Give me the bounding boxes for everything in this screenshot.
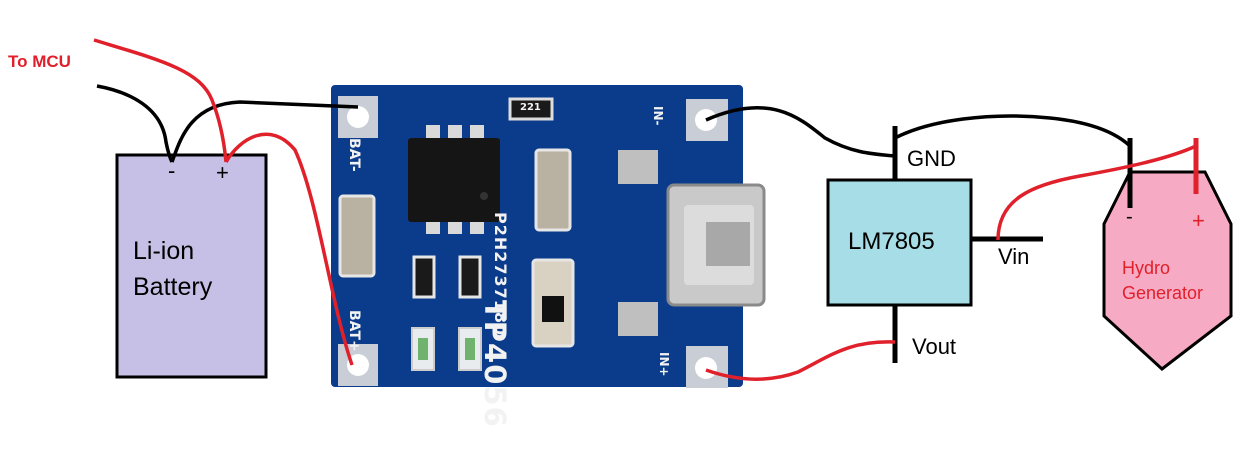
resistor-2: [458, 255, 482, 299]
wire-vin-to-generator: [996, 144, 1197, 241]
resistor-top-code: 221: [520, 102, 541, 113]
to-mcu-label: To MCU: [8, 52, 71, 71]
pad-label-in-minus: IN-: [651, 106, 665, 126]
capacitor-left: [338, 194, 376, 278]
regulator-name-label: LM7805: [848, 228, 935, 255]
battery-minus-label: -: [168, 158, 176, 183]
pad-bat-minus: [338, 96, 378, 138]
wire-mcu-red: [93, 38, 228, 163]
pad-bat-plus: [338, 344, 378, 386]
resistor-1: [412, 255, 436, 299]
generator-plus-label: +: [1192, 208, 1205, 233]
tp4056-board: [331, 85, 766, 388]
micro-usb-connector: [618, 150, 766, 336]
battery-box: [115, 153, 268, 379]
wire-mcu-black: [96, 84, 174, 163]
pad-in-plus: [686, 346, 728, 388]
pad-label-bat-minus: BAT-: [346, 138, 362, 172]
gnd-label: GND: [907, 146, 956, 171]
vin-label: Vin: [998, 244, 1030, 269]
wire-bat-minus-to-pcb: [170, 100, 359, 163]
pad-label-bat-plus: BAT+: [346, 310, 362, 352]
capacitor-mid: [534, 148, 572, 232]
wire-bat-plus-to-pcb: [224, 132, 354, 366]
wire-in-plus-to-vout: [705, 340, 896, 381]
wire-in-minus-to-gnd: [705, 106, 896, 158]
generator-minus-label: -: [1126, 206, 1133, 228]
wire-gnd-to-generator: [894, 114, 1132, 148]
ic-chip: [408, 125, 500, 234]
regulator-box: [826, 178, 973, 307]
battery-name-label: Li-ion Battery: [133, 237, 213, 301]
battery-plus-label: +: [216, 160, 229, 185]
pad-in-minus: [686, 99, 728, 141]
generator-name-label: Hydro Generator: [1122, 258, 1204, 303]
resistor-top: [508, 97, 554, 121]
pad-label-in-plus: IN+: [657, 352, 671, 377]
generator-shape: [1102, 170, 1233, 371]
board-code: P2H2737180: [491, 212, 510, 337]
vout-label: Vout: [912, 334, 957, 359]
